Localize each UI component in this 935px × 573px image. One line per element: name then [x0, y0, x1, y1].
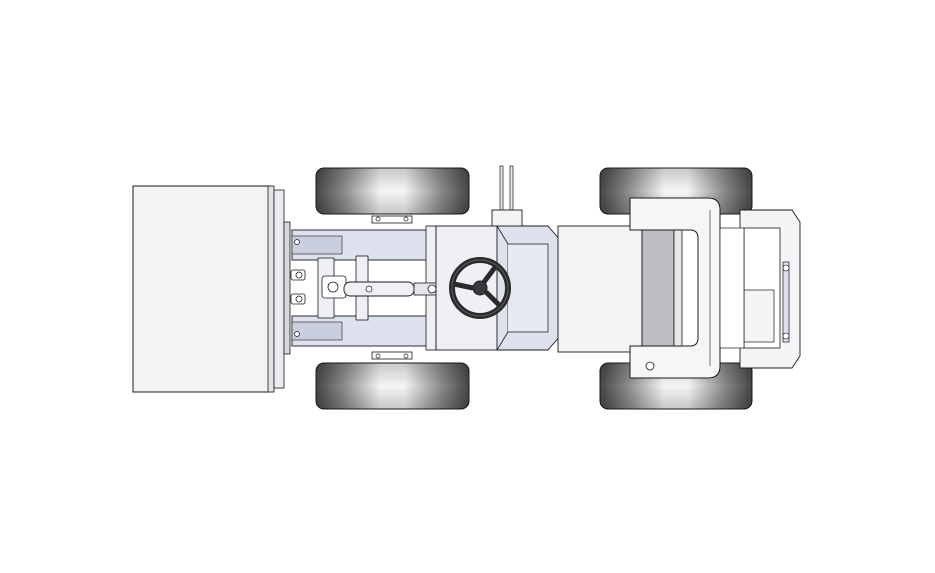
exhaust-pipes [491, 165, 523, 227]
steering-wheel [449, 257, 511, 319]
front-wheel-top [315, 167, 470, 215]
rear-frame [629, 197, 801, 379]
bucket [132, 185, 291, 393]
front-wheel-bottom [315, 362, 470, 410]
engine-hood [557, 225, 683, 353]
hydraulic-cylinder [343, 281, 445, 297]
